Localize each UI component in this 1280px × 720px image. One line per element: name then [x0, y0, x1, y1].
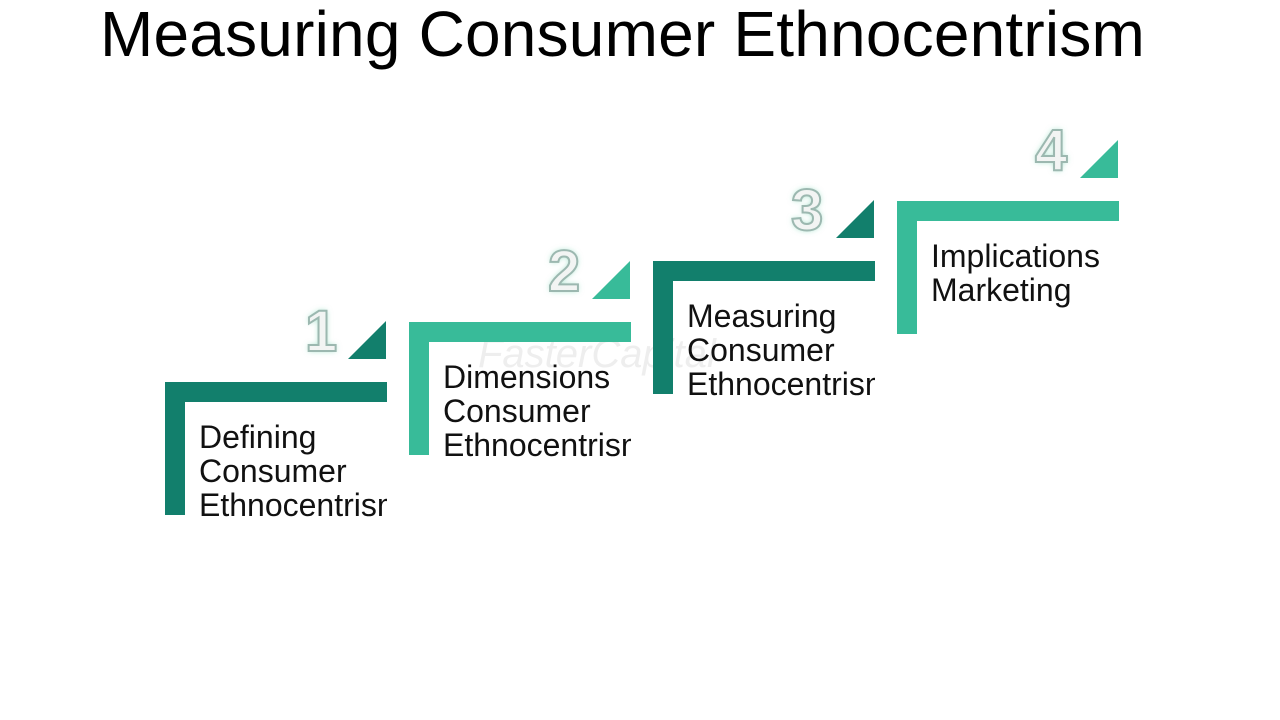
step-2-label: Dimensions Consumer Ethnocentrism — [443, 359, 631, 463]
step-3-number: 3 — [790, 178, 824, 243]
step-1-label: Defining Consumer Ethnocentrism — [199, 419, 387, 523]
step-2-top-bar — [409, 322, 631, 342]
step-1-triangle — [348, 321, 386, 359]
step-2-triangle — [592, 261, 630, 299]
step-2-number: 2 — [547, 239, 581, 304]
step-3: Measuring Consumer Ethnocentrism — [653, 261, 875, 421]
step-3-triangle — [836, 200, 874, 238]
step-4-top-bar — [897, 201, 1119, 221]
step-3-label: Measuring Consumer Ethnocentrism — [687, 298, 875, 402]
step-4-number: 4 — [1034, 118, 1068, 183]
step-2-left-bar — [409, 322, 429, 455]
step-2: Dimensions Consumer Ethnocentrism — [409, 322, 631, 482]
step-3-top-bar — [653, 261, 875, 281]
page-title: Measuring Consumer Ethnocentrism — [100, 0, 1146, 70]
step-3-left-bar — [653, 261, 673, 394]
step-1-left-bar — [165, 382, 185, 515]
step-4-label: Implications Marketing — [931, 238, 1100, 308]
step-4: Implications Marketing — [897, 201, 1119, 361]
step-1-top-bar — [165, 382, 387, 402]
step-1: Defining Consumer Ethnocentrism — [165, 382, 387, 542]
step-1-number: 1 — [304, 299, 338, 364]
step-4-triangle — [1080, 140, 1118, 178]
step-4-left-bar — [897, 201, 917, 334]
